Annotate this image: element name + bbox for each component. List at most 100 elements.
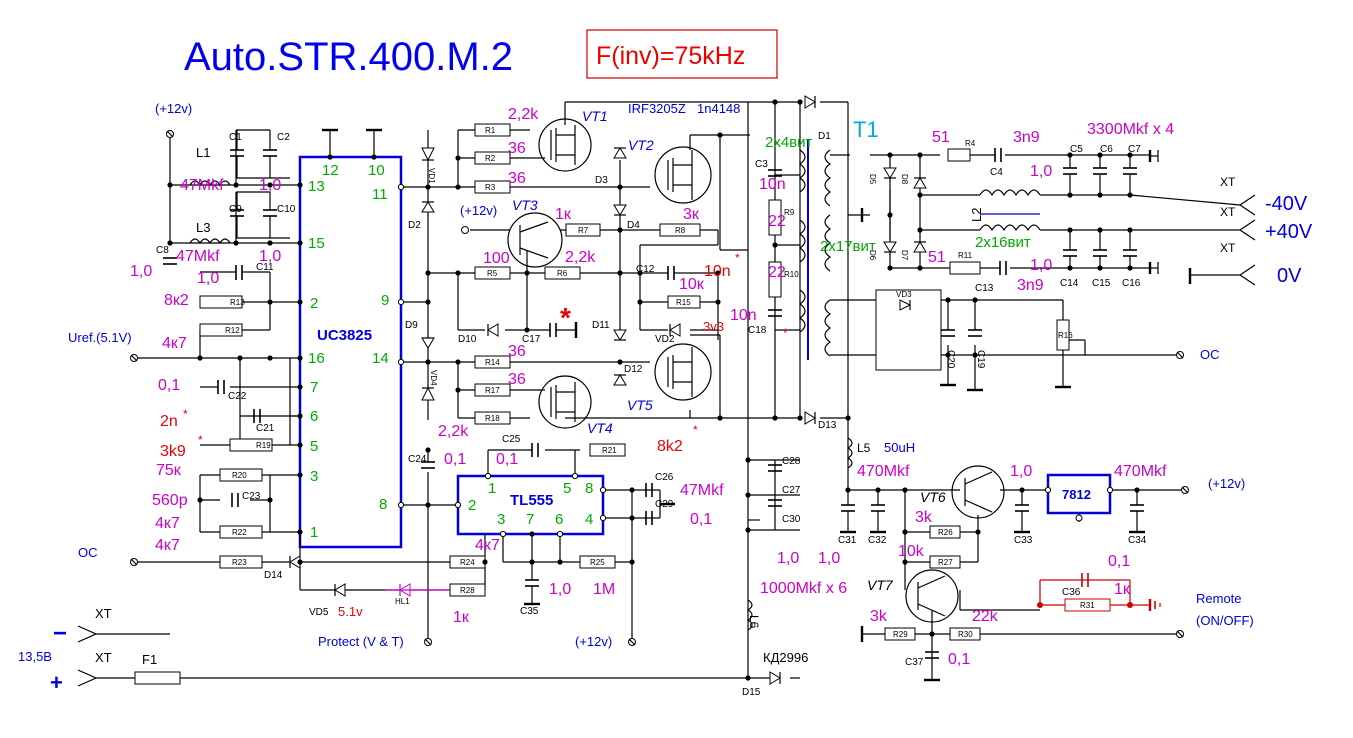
svg-text:3n9: 3n9	[1017, 277, 1044, 294]
vt5-symbol	[654, 343, 712, 401]
svg-text:1,0: 1,0	[1010, 463, 1032, 480]
uc-pin-1: 1	[310, 524, 318, 541]
uc-pin-6: 6	[310, 408, 318, 425]
tl-pin-6: 6	[555, 511, 563, 528]
tl-pin-3: 3	[497, 511, 505, 528]
out-m40-label: -40V	[1265, 193, 1308, 215]
plus12-top-label: (+12v)	[155, 101, 192, 116]
uc-pin-12: 12	[322, 162, 339, 179]
svg-text:КД2996: КД2996	[763, 650, 808, 665]
svg-text:D8: D8	[900, 174, 909, 185]
svg-text:C28: C28	[782, 456, 801, 467]
tl-pin-1: 1	[488, 480, 496, 497]
svg-text:3k: 3k	[915, 509, 933, 526]
svg-text:C34: C34	[1128, 535, 1147, 546]
svg-text:1n4148: 1n4148	[697, 101, 740, 116]
uc-pin-11: 11	[372, 186, 388, 203]
svg-text:8k2: 8k2	[657, 438, 683, 455]
svg-text:D3: D3	[595, 175, 608, 186]
tl-pin-7: 7	[526, 511, 534, 528]
svg-text:22k: 22k	[972, 608, 999, 625]
junctions	[167, 99, 1140, 681]
svg-text:2,2k: 2,2k	[508, 106, 539, 123]
svg-text:10n: 10n	[730, 307, 757, 324]
svg-text:3v3: 3v3	[703, 319, 724, 334]
svg-text:C9: C9	[229, 204, 242, 215]
oc-left-label: OC	[78, 545, 98, 560]
svg-text:VD2: VD2	[655, 334, 675, 345]
svg-text:0,1: 0,1	[444, 451, 466, 468]
tl-pin-5: 5	[563, 480, 571, 497]
transformer-t1: T1	[798, 117, 879, 360]
uc-pin-15: 15	[308, 235, 325, 252]
out-p40-label: +40V	[1265, 221, 1313, 243]
svg-text:C27: C27	[782, 485, 801, 496]
svg-text:L2: L2	[969, 208, 984, 222]
svg-text:1,0: 1,0	[777, 550, 799, 567]
svg-text:R7: R7	[578, 226, 589, 235]
svg-text:4к7: 4к7	[155, 537, 180, 554]
svg-text:D10: D10	[458, 334, 477, 345]
svg-text:VT2: VT2	[628, 137, 654, 153]
svg-text:D12: D12	[624, 364, 643, 375]
svg-text:1,0: 1,0	[259, 248, 281, 265]
svg-text:C18: C18	[748, 325, 767, 336]
svg-text:C2: C2	[277, 132, 290, 143]
svg-text:D7: D7	[900, 250, 909, 261]
svg-text:VT6: VT6	[920, 489, 946, 505]
svg-text:D15: D15	[742, 687, 761, 698]
inductors: L1 L3 L2 L5 L6 F1	[134, 145, 1041, 685]
svg-text:VD4: VD4	[429, 370, 438, 386]
svg-text:*: *	[183, 407, 188, 421]
svg-text:10k: 10k	[898, 543, 925, 560]
oc-right-label: OC	[1200, 347, 1220, 362]
svg-text:R3: R3	[485, 183, 496, 192]
svg-text:3k: 3k	[870, 608, 888, 625]
svg-text:470Mkf: 470Mkf	[1114, 463, 1167, 480]
svg-text:4к7: 4к7	[475, 537, 500, 554]
svg-text:C23: C23	[242, 491, 261, 502]
uc-pin-14: 14	[372, 350, 389, 367]
svg-text:R12: R12	[225, 326, 240, 335]
svg-text:22: 22	[768, 213, 786, 230]
uc-pin-5: 5	[310, 438, 318, 455]
svg-text:2,2k: 2,2k	[438, 423, 469, 440]
svg-text:HL1: HL1	[395, 597, 410, 606]
svg-text:51: 51	[928, 249, 946, 266]
svg-text:C17: C17	[522, 334, 541, 345]
svg-text:1,0: 1,0	[1030, 257, 1052, 274]
svg-text:51: 51	[932, 129, 950, 146]
protect-label: Protect (V & T)	[318, 634, 404, 649]
svg-text:R27: R27	[938, 558, 953, 567]
svg-text:L1: L1	[196, 145, 210, 160]
tl555-label: TL555	[510, 492, 553, 509]
svg-text:R28: R28	[460, 586, 475, 595]
svg-text:1,0: 1,0	[1030, 163, 1052, 180]
svg-text:0,1: 0,1	[948, 651, 970, 668]
svg-text:XT: XT	[1220, 241, 1236, 255]
capacitors: C1 C2 C9 C10 C8 C11 C22 C21 C23 C24 C25 …	[156, 130, 1152, 668]
svg-text:VT3: VT3	[512, 197, 538, 213]
svg-text:4к7: 4к7	[162, 335, 187, 352]
svg-text:2x17вит: 2x17вит	[820, 238, 876, 255]
svg-text:VD5: VD5	[309, 607, 329, 618]
svg-text:VT7: VT7	[867, 577, 894, 593]
remote-label: Remote	[1196, 591, 1242, 606]
svg-text:XT: XT	[95, 606, 112, 621]
plus12-vt3-label: (+12v)	[460, 203, 497, 218]
uc-pin-16: 16	[308, 350, 325, 367]
svg-text:D4: D4	[627, 220, 640, 231]
svg-text:3300Mkf x 4: 3300Mkf x 4	[1087, 121, 1174, 138]
tl-pin-2: 2	[468, 497, 476, 514]
transistors: VT1 VT2 VT3 VT4 VT5 VT6 VT7 IRF3205Z 1n4…	[507, 101, 1005, 665]
svg-text:2x16вит: 2x16вит	[975, 234, 1031, 251]
terminals: (+12v) (+12v) Uref.(5.1V) OC Protect (V …	[18, 101, 1313, 695]
uc3825-block: UC3825 12 10 13 15 2 16 7 6 5 3 1 11 9 1…	[298, 128, 403, 549]
uc-pin-2: 2	[310, 295, 318, 312]
svg-text:1000Mkf x 6: 1000Mkf x 6	[760, 580, 847, 597]
svg-text:C36: C36	[1062, 587, 1081, 598]
svg-text:C13: C13	[975, 283, 994, 294]
svg-text:0,1: 0,1	[496, 451, 518, 468]
svg-text:0,1: 0,1	[158, 377, 180, 394]
svg-text:C5: C5	[1070, 144, 1083, 155]
